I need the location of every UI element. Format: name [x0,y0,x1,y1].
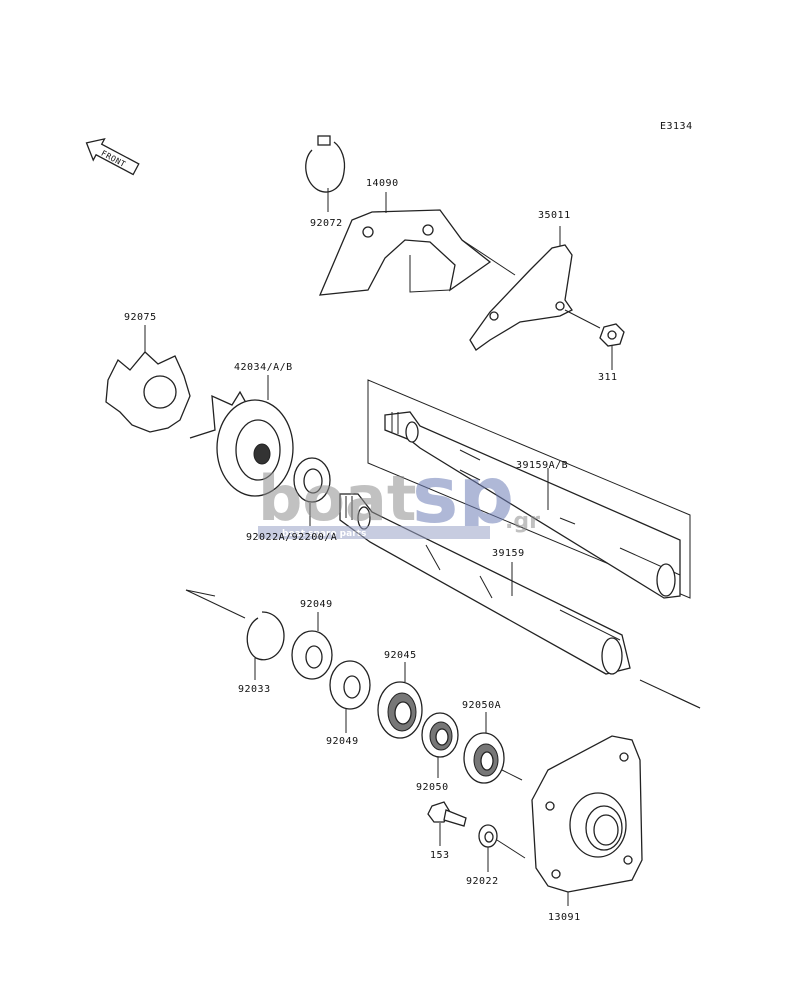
washer-92022[interactable] [478,824,526,872]
part-label-92045[interactable]: 92045 [384,650,417,661]
part-label-92022A-92200-A[interactable]: 92022A/92200/A [246,532,337,543]
damper-92075[interactable] [105,325,191,433]
part-label-13091[interactable]: 13091 [548,912,581,923]
part-label-14090[interactable]: 14090 [366,178,399,189]
housing-13091[interactable] [531,735,643,906]
diagram-code: E3134 [660,121,693,132]
watermark-tagline: boat spare parts [282,529,366,539]
axis-line [185,589,701,709]
bracket-35011[interactable] [469,226,601,351]
part-label-39159A-B[interactable]: 39159A/B [516,460,568,471]
part-label-92049[interactable]: 92049 [300,599,333,610]
part-label-92075[interactable]: 92075 [124,312,157,323]
part-labels: 92072 14090 35011 311 92075 42034/A/B 39159A/B… [124,178,618,923]
part-label-92050A[interactable]: 92050A [462,700,501,711]
part-label-42034-A-B[interactable]: 42034/A/B [234,362,293,373]
clamp-92072[interactable] [305,135,346,212]
part-label-35011[interactable]: 35011 [538,210,571,221]
seal-92050[interactable] [421,712,459,778]
part-label-92050[interactable]: 92050 [416,782,449,793]
part-label-311[interactable]: 311 [598,372,618,383]
cover-14090[interactable] [318,192,516,296]
nut-311[interactable] [599,323,625,370]
part-label-153[interactable]: 153 [430,850,450,861]
front-arrow-icon: FRONT [85,137,140,176]
watermark-brand-a: boat [258,462,416,535]
washer-92022A[interactable] [293,457,331,526]
part-label-92033[interactable]: 92033 [238,684,271,695]
impeller-42034[interactable] [189,375,294,497]
shaft-39159AB[interactable] [384,411,681,599]
part-label-92049b[interactable]: 92049 [326,736,359,747]
part-label-92022[interactable]: 92022 [466,876,499,887]
watermark-tld: .gr [505,509,540,534]
seal-92050A[interactable] [463,712,523,784]
circlip-92033[interactable] [246,611,285,680]
ring-92049[interactable] [291,612,333,680]
part-label-92072[interactable]: 92072 [310,218,343,229]
watermark: boat sp .gr boat spare parts [258,451,540,541]
shaft-box-39159AB [367,379,691,599]
bolt-153[interactable] [427,801,467,846]
ring-92049b[interactable] [329,660,371,733]
bearing-92045[interactable] [377,662,423,739]
part-label-39159[interactable]: 39159 [492,548,525,559]
